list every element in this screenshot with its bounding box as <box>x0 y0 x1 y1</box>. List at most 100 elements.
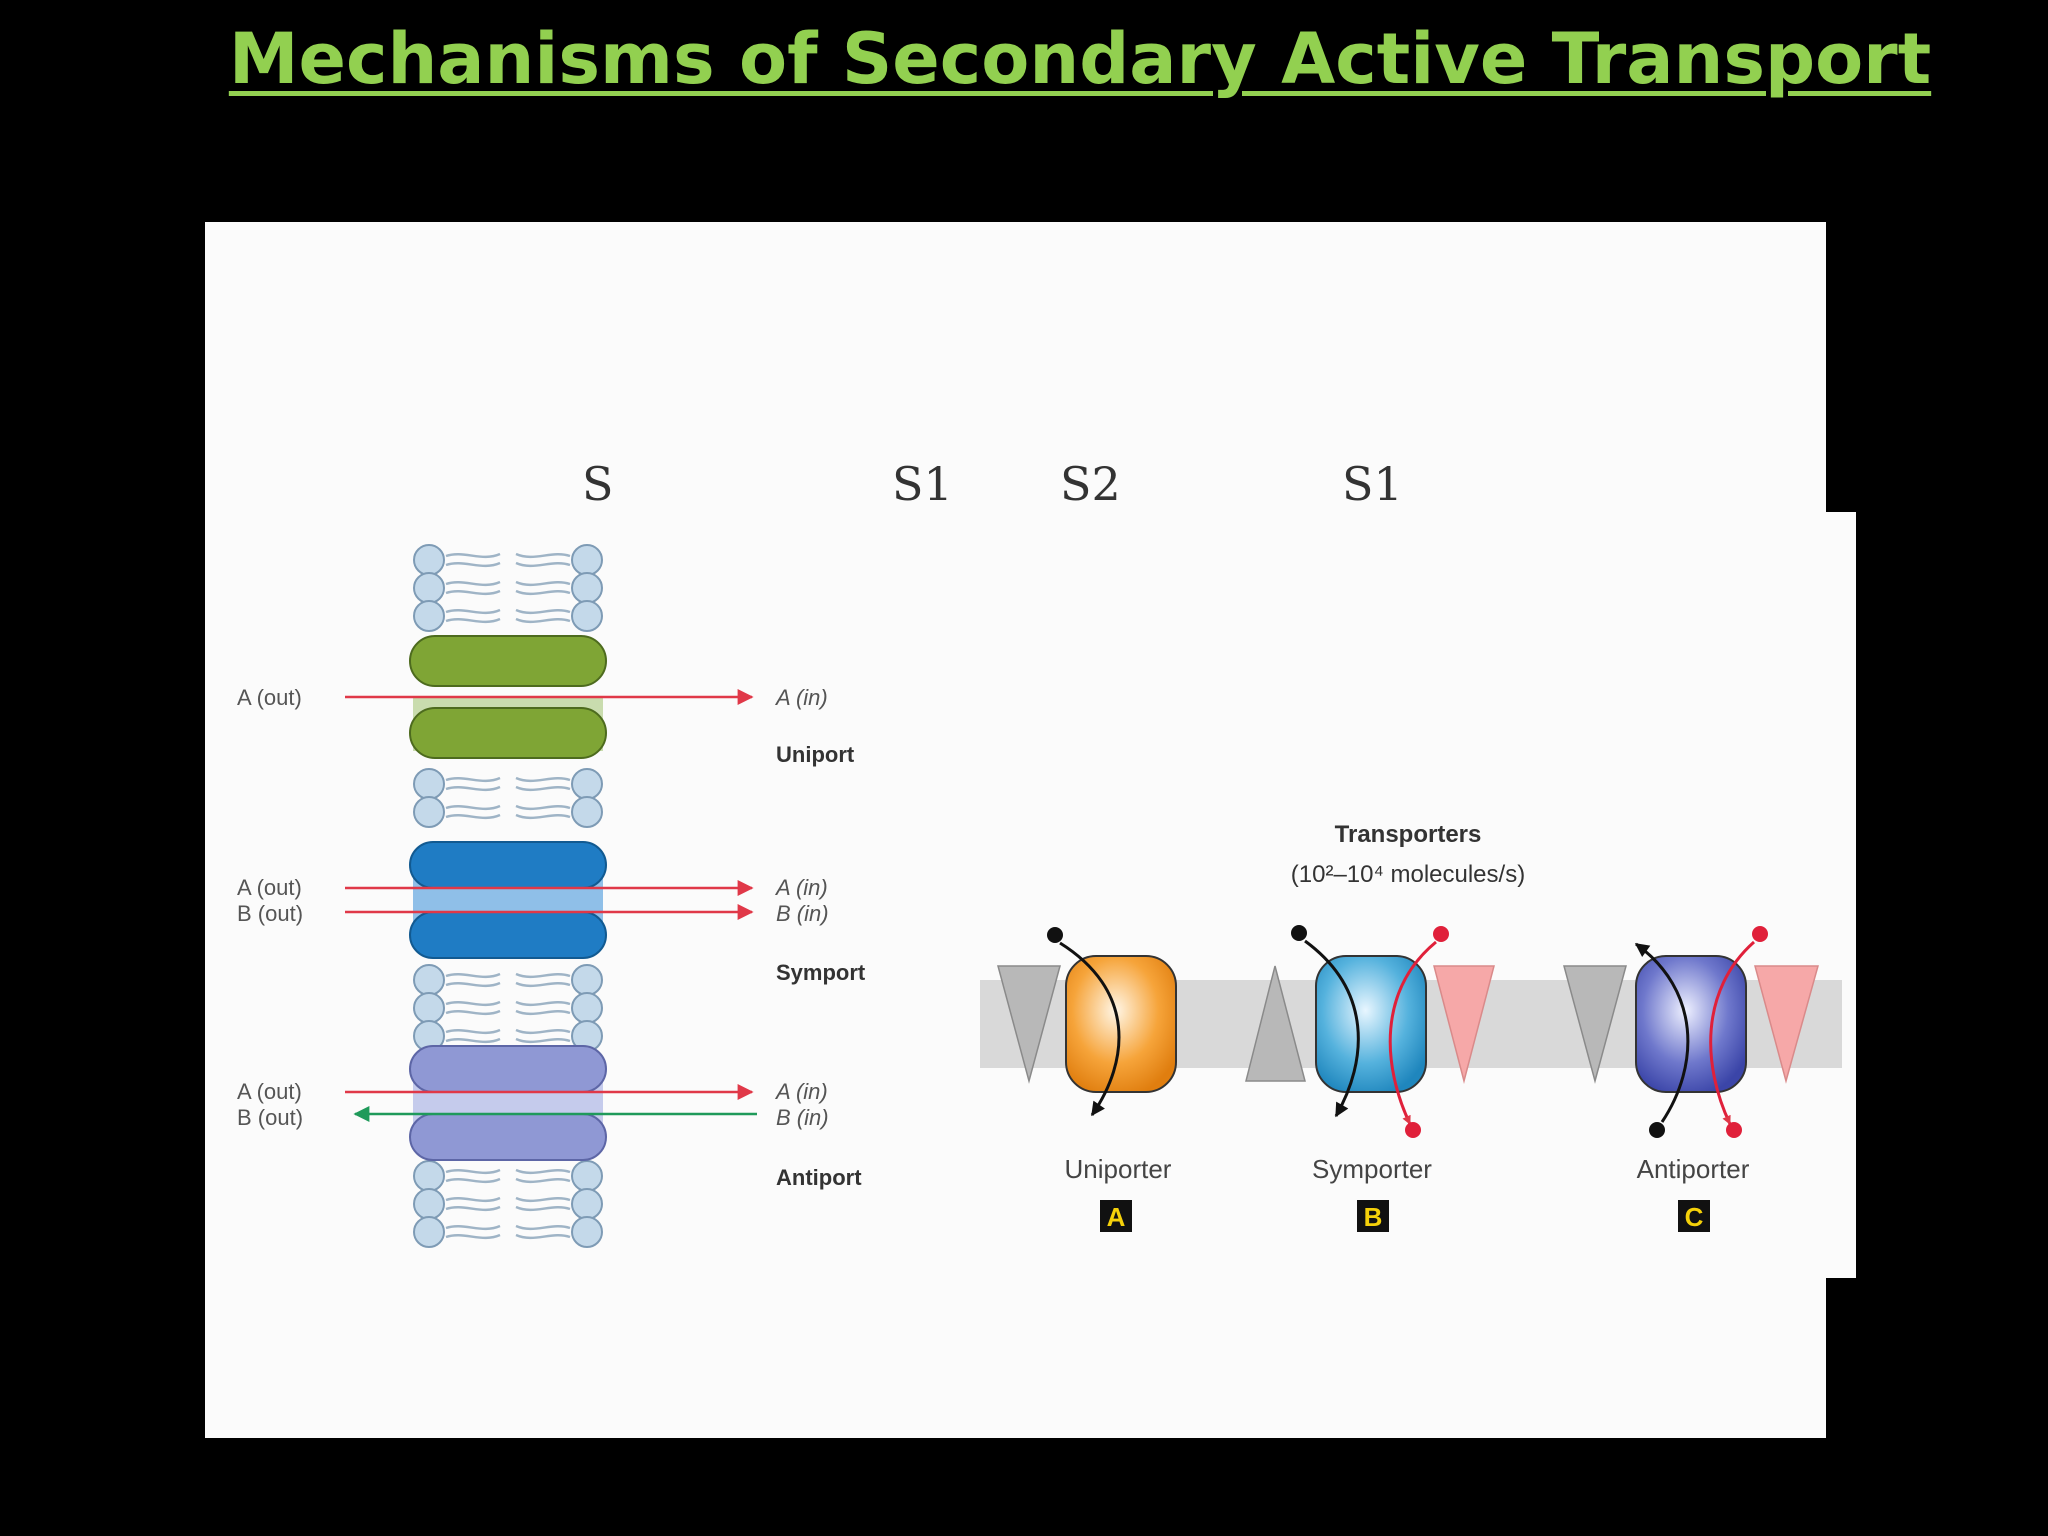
lipid-tail <box>515 617 571 624</box>
lipid-head <box>571 992 603 1024</box>
lipid-tail <box>515 589 571 596</box>
symport-type-label: Symport <box>776 960 866 985</box>
lipid-tail <box>515 972 571 979</box>
lipid-tail <box>445 1177 501 1184</box>
badge-c: C <box>1685 1202 1704 1232</box>
lipid-tail <box>515 1000 571 1007</box>
symporter-protein <box>1291 925 1449 1138</box>
antiport-protein <box>409 1045 607 1161</box>
figure-panel-extension <box>1826 512 1856 1278</box>
label-s: S <box>582 457 614 511</box>
top-labels: S S1 S2 S1 <box>582 457 1403 511</box>
label-s1-a: S1 <box>892 457 953 511</box>
lipid-head <box>413 544 445 576</box>
antiport-right-label-a: A (in) <box>774 1079 828 1104</box>
symporter-label: Symporter <box>1312 1154 1432 1184</box>
lipid-tail <box>445 1000 501 1007</box>
lipid-tail <box>515 552 571 559</box>
lipid-tail <box>515 804 571 811</box>
lipid-tail <box>445 561 501 568</box>
lipid-tail <box>515 580 571 587</box>
lipid-tail <box>515 785 571 792</box>
slide-title: Mechanisms of Secondary Active Transport <box>228 18 1932 100</box>
lipid-head <box>413 964 445 996</box>
lipid-tail <box>515 561 571 568</box>
lipid-tail <box>445 1037 501 1044</box>
transporters-title: Transporters <box>1335 821 1482 848</box>
lipid-head <box>413 1160 445 1192</box>
lipid-tail <box>445 813 501 820</box>
lipid-tail <box>515 1177 571 1184</box>
lipid-head <box>571 600 603 632</box>
lipid-tail <box>515 1224 571 1231</box>
lipid-tail <box>445 1028 501 1035</box>
lipid-tail <box>445 1168 501 1175</box>
gradient-triangles <box>997 965 1819 1084</box>
lipid-tail <box>445 589 501 596</box>
lipid-tail <box>515 1233 571 1240</box>
lipid-tail <box>515 813 571 820</box>
symport-right-label-a: A (in) <box>774 875 828 900</box>
badges: A B C <box>1100 1200 1710 1232</box>
lipid-head <box>413 1188 445 1220</box>
figure-panel <box>205 222 1826 1438</box>
lipid-bilayer <box>413 544 603 1248</box>
lipid-head <box>571 1160 603 1192</box>
lipid-tail <box>515 1168 571 1175</box>
antiport-left-label-b: B (out) <box>237 1105 303 1130</box>
symport-left-label-a: A (out) <box>237 875 302 900</box>
membrane-arrows <box>345 689 757 1122</box>
lipid-tail <box>515 1205 571 1212</box>
label-s1-b: S1 <box>1342 457 1403 511</box>
lipid-tail <box>445 981 501 988</box>
lipid-tail <box>445 1233 501 1240</box>
lipid-tail <box>445 1205 501 1212</box>
lipid-head <box>413 1216 445 1248</box>
lipid-head <box>413 572 445 604</box>
transporter-labels: Uniporter Symporter Antiporter <box>1065 1154 1750 1184</box>
lipid-head <box>571 1216 603 1248</box>
antiporter-label: Antiporter <box>1637 1154 1750 1184</box>
symport-protein <box>409 841 607 959</box>
lipid-tail <box>515 608 571 615</box>
label-s2: S2 <box>1060 457 1121 511</box>
lipid-head <box>413 768 445 800</box>
lipid-head <box>571 1188 603 1220</box>
lipid-tail <box>445 972 501 979</box>
symport-left-label-b: B (out) <box>237 901 303 926</box>
lipid-head <box>571 572 603 604</box>
lipid-tail <box>445 608 501 615</box>
antiport-right-label-b: B (in) <box>776 1105 829 1130</box>
lipid-head <box>413 796 445 828</box>
badge-a: A <box>1107 1202 1126 1232</box>
lipid-tail <box>445 1224 501 1231</box>
uniport-type-label: Uniport <box>776 742 855 767</box>
lipid-tail <box>445 785 501 792</box>
lipid-tail <box>515 981 571 988</box>
lipid-tail <box>515 1037 571 1044</box>
lipid-tail <box>515 1028 571 1035</box>
lipid-tail <box>515 1196 571 1203</box>
transporters-rate: (10²–10⁴ molecules/s) <box>1291 861 1525 888</box>
uniporter-protein <box>1047 927 1177 1117</box>
lipid-tail <box>445 804 501 811</box>
lipid-head <box>571 544 603 576</box>
lipid-head <box>571 796 603 828</box>
membrane-labels: A (out) A (in) Uniport A (out) B (out) A… <box>237 685 866 1190</box>
uniporter-label: Uniporter <box>1065 1154 1172 1184</box>
antiport-type-label: Antiport <box>776 1165 862 1190</box>
lipid-tail <box>445 1009 501 1016</box>
uniport-right-label: A (in) <box>774 685 828 710</box>
uniport-protein <box>409 635 607 759</box>
uniport-left-label: A (out) <box>237 685 302 710</box>
lipid-head <box>571 768 603 800</box>
lipid-tail <box>515 1009 571 1016</box>
antiporter-protein <box>1634 926 1768 1138</box>
lipid-tail <box>445 580 501 587</box>
antiport-left-label-a: A (out) <box>237 1079 302 1104</box>
transporters-heading: Transporters (10²–10⁴ molecules/s) <box>1291 821 1525 888</box>
lipid-tail <box>445 617 501 624</box>
badge-b: B <box>1364 1202 1383 1232</box>
lipid-head <box>571 964 603 996</box>
